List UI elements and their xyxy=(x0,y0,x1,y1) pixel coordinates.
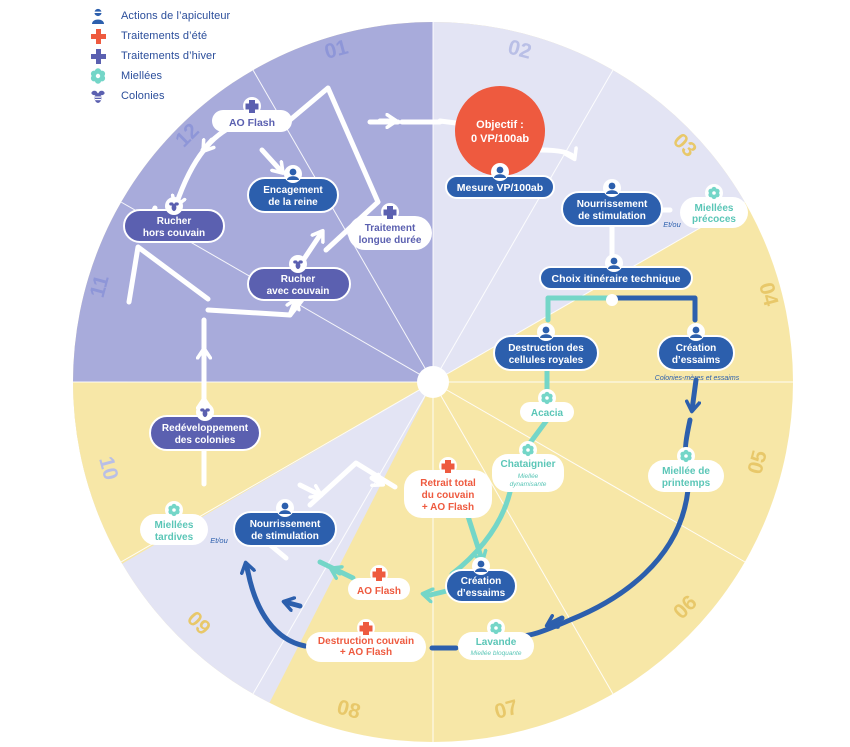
legend-item: Traitements d’été xyxy=(88,26,230,46)
legend-label: Traitements d’été xyxy=(121,30,208,42)
destruction-cellules-line-1: Destruction des xyxy=(508,343,584,354)
chataignier-label: Chataignier xyxy=(500,459,555,470)
redeveloppement-node[interactable]: Redéveloppement des colonies xyxy=(149,403,261,451)
encagement-node[interactable]: Encagement de la reine xyxy=(247,165,339,213)
retrait-line-1: Retrait total xyxy=(420,478,476,489)
lavande-node[interactable]: Lavande Miellée bloquante xyxy=(458,619,534,660)
creation-top-line-2: d’essaims xyxy=(672,355,721,366)
ao-flash-mid-label: AO Flash xyxy=(357,586,401,597)
nourrissement-top-node[interactable]: Nourrissement de stimulation xyxy=(561,179,663,227)
etou-top: Et/ou xyxy=(663,220,681,229)
redeveloppement-line-1: Redéveloppement xyxy=(162,423,249,434)
traitement-longue-line-1: Traitement xyxy=(365,223,416,234)
miellee-printemps-line-1: Miellée de xyxy=(662,466,710,477)
creation-top-line-1: Création xyxy=(676,343,717,354)
miellee-printemps-node[interactable]: Miellée de printemps xyxy=(648,447,724,492)
legend-label: Colonies xyxy=(121,90,165,102)
purple-cross-icon xyxy=(88,46,108,66)
branch-point xyxy=(606,294,618,306)
creation-essaims-top-node[interactable]: Création d’essaims xyxy=(657,323,735,371)
mesure-node[interactable]: Mesure VP/100ab xyxy=(445,163,555,199)
teal-flow xyxy=(317,295,615,598)
destruction-cellules-line-2: cellules royales xyxy=(509,355,584,366)
rucher-hors-line-2: hors couvain xyxy=(143,228,205,239)
chataignier-sub-2: dynamisante xyxy=(510,481,547,488)
miellees-precoces-line-2: précoces xyxy=(692,214,736,225)
objective-line-2: 0 VP/100ab xyxy=(471,133,529,145)
destruction-couvain-line-2: + AO Flash xyxy=(340,647,392,658)
blue-flow xyxy=(246,295,696,651)
legend-label: Traitements d’hiver xyxy=(121,50,217,62)
flower-icon xyxy=(88,66,108,86)
legend-item: Miellées xyxy=(88,66,230,86)
rucher-hors-line-1: Rucher xyxy=(157,216,192,227)
acacia-node[interactable]: Acacia xyxy=(520,389,574,422)
rucher-hors-couvain-node[interactable]: Rucher hors couvain xyxy=(123,197,225,243)
center-hub xyxy=(417,366,449,398)
choix-itineraire-node[interactable]: Choix itinéraire technique xyxy=(539,254,693,290)
rucher-avec-line-1: Rucher xyxy=(281,274,316,285)
redeveloppement-line-2: des colonies xyxy=(175,435,236,446)
bee-icon xyxy=(88,86,108,106)
nourrissement-top-line-1: Nourrissement xyxy=(577,199,648,210)
miellees-precoces-line-1: Miellées xyxy=(695,203,734,214)
nourrissement-top-line-2: de stimulation xyxy=(578,211,646,222)
chataignier-node[interactable]: Chataignier Miellée dynamisante xyxy=(492,441,564,492)
blue-flow-ticks xyxy=(548,618,565,625)
ao-flash-top-node[interactable]: AO Flash xyxy=(212,97,292,132)
legend-item: Traitements d’hiver xyxy=(88,46,230,66)
chataignier-sub-1: Miellée xyxy=(518,473,539,480)
encagement-line-1: Encagement xyxy=(263,185,323,196)
choix-label: Choix itinéraire technique xyxy=(552,273,681,285)
retrait-line-3: + AO Flash xyxy=(422,502,474,513)
colonies-meres-note: Colonies-mères et essaims xyxy=(655,375,740,382)
encagement-line-2: de la reine xyxy=(268,197,318,208)
traitement-longue-line-2: longue durée xyxy=(359,235,422,246)
objective-flow xyxy=(437,118,574,158)
creation-essaims-bottom-node[interactable]: Création d’essaims xyxy=(445,557,517,603)
legend: Actions de l’apiculteur Traitements d’ét… xyxy=(88,6,230,106)
lavande-label: Lavande xyxy=(476,637,517,648)
ao-flash-top-label: AO Flash xyxy=(229,117,275,129)
destruction-cellules-node[interactable]: Destruction des cellules royales xyxy=(493,323,599,371)
miellees-tardives-node[interactable]: Miellées tardives xyxy=(140,501,208,545)
mesure-label: Mesure VP/100ab xyxy=(457,182,543,194)
rucher-avec-line-2: avec couvain xyxy=(267,286,330,297)
miellees-precoces-node[interactable]: Miellées précoces xyxy=(680,184,748,228)
objective-line-1: Objectif : xyxy=(476,119,524,131)
lavande-sub: Miellée bloquante xyxy=(471,650,522,657)
beekeeper-icon xyxy=(88,6,108,26)
traitement-longue-node[interactable]: Traitement longue durée xyxy=(348,203,432,250)
objective-node[interactable]: Objectif : 0 VP/100ab xyxy=(455,86,545,176)
miellee-printemps-line-2: printemps xyxy=(662,478,711,489)
etou-bottom: Et/ou xyxy=(210,536,228,545)
ao-flash-mid-node[interactable]: AO Flash xyxy=(348,565,410,600)
miellees-tardives-line-1: Miellées xyxy=(155,520,194,531)
acacia-label: Acacia xyxy=(531,408,564,419)
retrait-line-2: du couvain xyxy=(422,490,475,501)
nourrissement-bottom-line-2: de stimulation xyxy=(251,531,319,542)
retrait-total-node[interactable]: Retrait total du couvain + AO Flash xyxy=(404,457,492,518)
nourrissement-bottom-node[interactable]: Nourrissement de stimulation xyxy=(233,499,337,547)
legend-item: Colonies xyxy=(88,86,230,106)
destruction-couvain-node[interactable]: Destruction couvain + AO Flash xyxy=(306,619,426,662)
red-cross-icon xyxy=(88,26,108,46)
legend-item: Actions de l’apiculteur xyxy=(88,6,230,26)
destruction-couvain-line-1: Destruction couvain xyxy=(318,636,414,647)
rucher-avec-couvain-node[interactable]: Rucher avec couvain xyxy=(247,255,351,301)
nourrissement-bottom-line-1: Nourrissement xyxy=(250,519,321,530)
creation-bottom-line-1: Création xyxy=(461,576,502,587)
teal-flow-ticks xyxy=(332,569,430,595)
miellees-tardives-line-2: tardives xyxy=(155,532,194,543)
legend-label: Miellées xyxy=(121,70,163,82)
creation-bottom-line-2: d’essaims xyxy=(457,588,506,599)
legend-label: Actions de l’apiculteur xyxy=(121,10,231,22)
